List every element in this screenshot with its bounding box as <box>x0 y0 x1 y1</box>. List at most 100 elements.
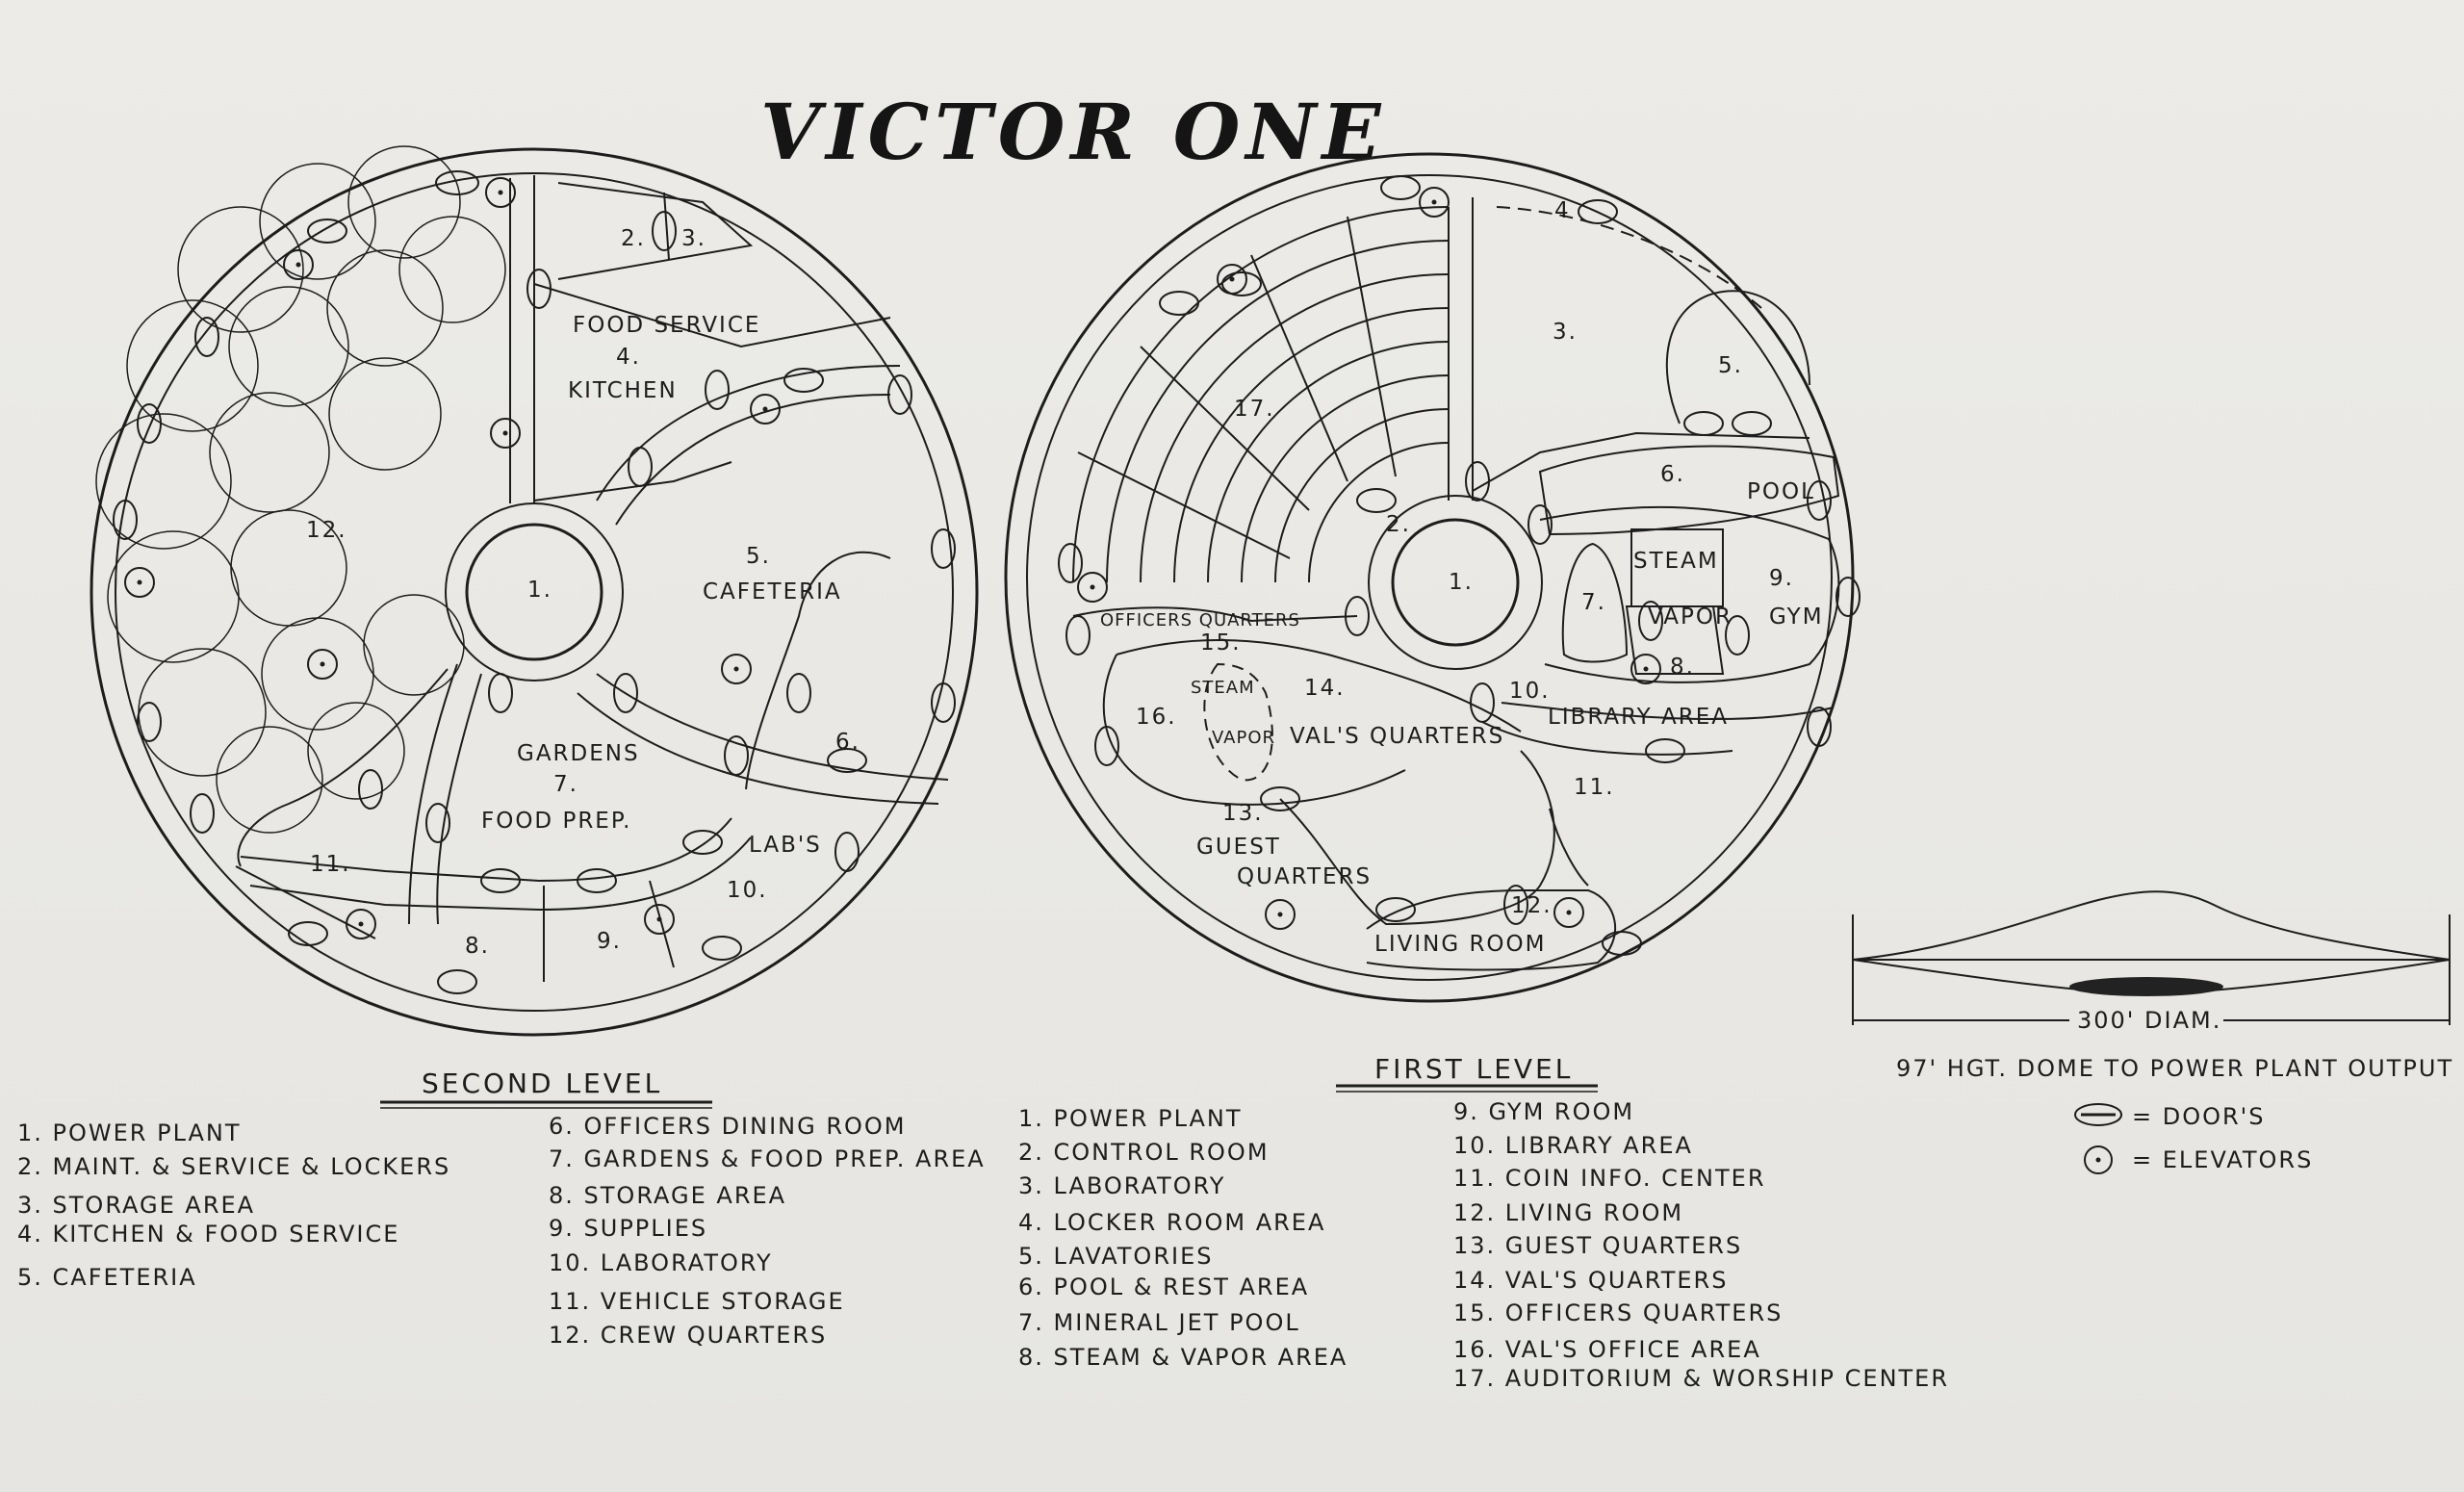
diameter-label: 300' DIAM. <box>2077 1007 2221 1034</box>
sl-room-2: 2. <box>621 226 646 251</box>
second-level-doors <box>113 170 956 994</box>
fl-legend-12: 12. LIVING ROOM <box>1453 1199 1683 1226</box>
sl-legend-3: 3. STORAGE AREA <box>17 1192 255 1219</box>
first-level-power-plant <box>1391 518 1520 647</box>
sl-legend-11: 11. VEHICLE STORAGE <box>549 1288 845 1315</box>
fl-room-4: 4 <box>1554 198 1571 223</box>
sl-legend-12: 12. CREW QUARTERS <box>549 1322 827 1349</box>
sl-legend-4: 4. KITCHEN & FOOD SERVICE <box>17 1221 399 1248</box>
fl-legend-17: 17. AUDITORIUM & WORSHIP CENTER <box>1453 1365 1949 1392</box>
laboratory-wall <box>1472 197 1810 493</box>
fl-room-5: 5. <box>1718 353 1743 378</box>
sl-room-4-number: 4. <box>616 345 641 370</box>
gym-wing-wall <box>1539 505 1840 683</box>
sl-room-10: 10. <box>727 878 768 903</box>
storage-dividers <box>543 880 675 982</box>
coin-center-wall <box>1549 808 1589 887</box>
fl-gym-label: GYM <box>1769 605 1824 630</box>
library-wall <box>1501 702 1835 721</box>
officers-corridor <box>1072 606 1358 623</box>
first-level-heading: FIRST LEVEL <box>1374 1053 1573 1085</box>
first-level-outer-wall <box>1004 152 1855 1003</box>
corridor-south <box>408 663 482 925</box>
first-level-inner-wall <box>1026 174 1833 981</box>
sl-room-9: 9. <box>597 929 622 954</box>
fl-steam2-label: STEAM <box>1191 678 1255 698</box>
fl-living-room-label: LIVING ROOM <box>1374 932 1547 957</box>
fl-room-15: 15. <box>1200 630 1242 656</box>
second-level-inner-wall <box>115 172 954 1012</box>
fl-room-1: 1. <box>1449 570 1474 595</box>
pool-outline <box>1538 445 1840 536</box>
mineral-jet-pool <box>1561 542 1629 663</box>
fl-guest-label: GUEST <box>1196 835 1281 860</box>
saucer-dome <box>1852 890 2451 961</box>
first-level-doors <box>1058 175 1861 956</box>
fl-room-11: 11. <box>1574 775 1615 800</box>
fl-room-14: 14. <box>1304 676 1346 701</box>
vals-quarters-top <box>1116 639 1522 733</box>
sl-room-10-labs: LAB'S <box>749 833 822 858</box>
fl-library-label: LIBRARY AREA <box>1548 705 1729 730</box>
fl-legend-7: 7. MINERAL JET POOL <box>1018 1309 1300 1336</box>
sl-room-5-label: CAFETERIA <box>703 579 842 605</box>
sl-legend-1: 1. POWER PLANT <box>17 1119 242 1146</box>
fl-legend-10: 10. LIBRARY AREA <box>1453 1132 1693 1159</box>
auditorium-seating <box>1072 197 1474 583</box>
fl-legend-1: 1. POWER PLANT <box>1018 1105 1243 1132</box>
sl-legend-10: 10. LABORATORY <box>549 1249 773 1276</box>
second-level-plan: 1. 2. 3. FOOD SERVICE 4. KITCHEN 5. CAFE… <box>90 145 979 1037</box>
door-legend-label: = DOOR'S <box>2132 1103 2266 1130</box>
corridor-west <box>237 668 449 867</box>
page-title: VICTOR ONE <box>760 87 1387 177</box>
fl-room-10: 10. <box>1509 679 1551 704</box>
first-level-elevators <box>1077 187 1661 930</box>
guest-quarters-wall <box>1279 750 1555 926</box>
vals-office-wall <box>1102 654 1406 806</box>
diameter-ticks <box>1852 914 2451 1025</box>
second-level-outer-wall <box>90 147 979 1037</box>
living-room-wall <box>1366 889 1616 971</box>
height-note: 97' HGT. DOME TO POWER PLANT OUTPUT <box>1896 1055 2453 1082</box>
second-level-power-plant <box>465 523 603 661</box>
sl-room-4-kitchen: KITCHEN <box>568 378 678 403</box>
sl-legend-5: 5. CAFETERIA <box>17 1264 197 1291</box>
first-level-core-ring <box>1368 495 1543 670</box>
steam-room <box>1630 528 1724 607</box>
storage-room-wall <box>557 182 754 280</box>
power-plant-output <box>2069 977 2223 996</box>
corridor-kitchen <box>533 283 891 502</box>
door-symbol-icon <box>2074 1103 2122 1126</box>
crew-quarters-cells <box>95 145 506 834</box>
sl-room-8: 8. <box>465 934 490 959</box>
sl-room-7-prep: FOOD PREP. <box>481 809 631 834</box>
second-level-legend: SECOND LEVEL 1. POWER PLANT 2. MAINT. & … <box>17 1068 984 1349</box>
vehicle-wall <box>235 865 376 939</box>
fl-room-2: 2. <box>1386 512 1411 537</box>
sl-room-3: 3. <box>681 226 706 251</box>
sl-room-12: 12. <box>306 518 347 543</box>
fl-room-13: 13. <box>1222 801 1264 826</box>
sl-room-7-number: 7. <box>553 772 578 797</box>
fl-legend-6: 6. POOL & REST AREA <box>1018 1273 1309 1300</box>
fl-legend-15: 15. OFFICERS QUARTERS <box>1453 1299 1783 1326</box>
second-level-elevators <box>124 177 781 939</box>
fl-legend-16: 16. VAL'S OFFICE AREA <box>1453 1336 1761 1363</box>
fl-pool-label: POOL <box>1747 479 1815 504</box>
steam-vapor-dashed <box>1203 662 1273 782</box>
sl-legend-2: 2. MAINT. & SERVICE & LOCKERS <box>17 1153 450 1180</box>
corridor-north <box>509 175 535 503</box>
fl-legend-5: 5. LAVATORIES <box>1018 1243 1213 1270</box>
corridor-southwest-arc <box>240 817 732 883</box>
fl-room-6: 6. <box>1660 462 1685 487</box>
sl-room-4-service: FOOD SERVICE <box>573 313 760 338</box>
first-level-legend: FIRST LEVEL 1. POWER PLANT 2. CONTROL RO… <box>1018 1053 1949 1392</box>
sl-legend-6: 6. OFFICERS DINING ROOM <box>549 1113 907 1140</box>
fl-steam-label: STEAM <box>1633 549 1719 574</box>
fl-legend-11: 11. COIN INFO. CENTER <box>1453 1165 1766 1192</box>
fl-legend-14: 14. VAL'S QUARTERS <box>1453 1267 1728 1294</box>
first-level-elevator-dots <box>1090 199 1649 917</box>
sl-room-11: 11. <box>310 852 351 877</box>
